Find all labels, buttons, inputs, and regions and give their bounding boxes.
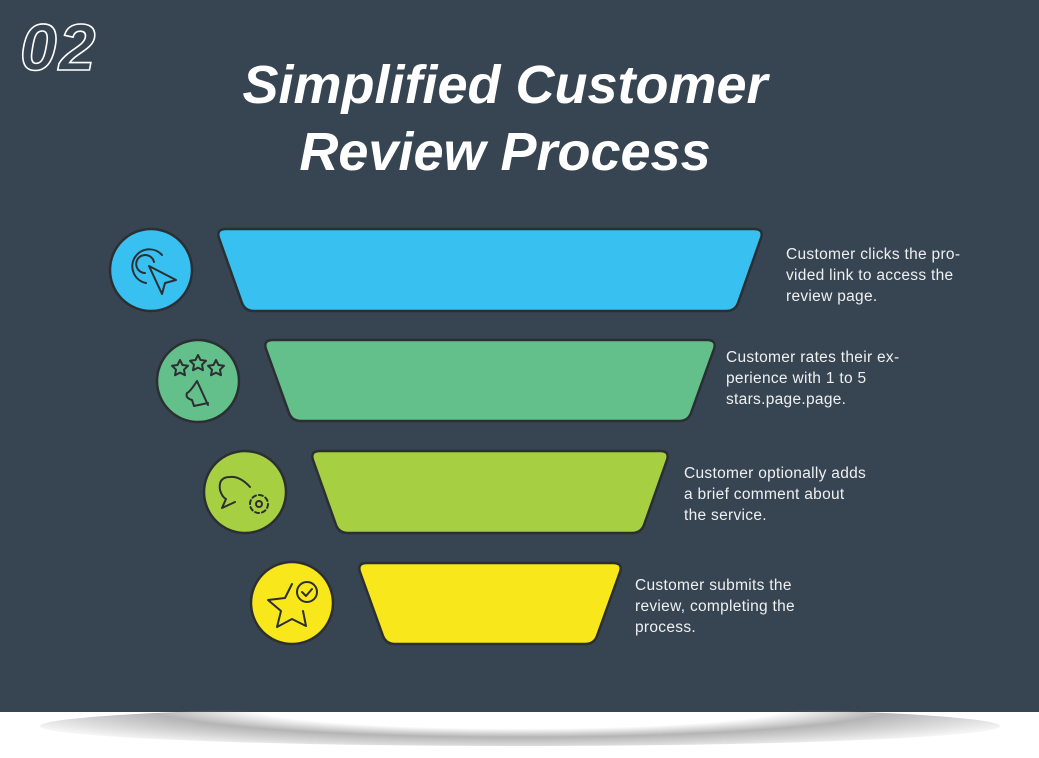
- panel-shadow: [40, 706, 1000, 746]
- cursor-click-icon: [131, 248, 177, 295]
- desc-line: Customer optionally adds: [684, 465, 867, 482]
- title-line-2: Review Process: [299, 122, 711, 182]
- desc-line: the service.: [684, 507, 767, 524]
- desc-line: review, completing the: [635, 598, 795, 615]
- desc-line: Customer submits the: [635, 577, 792, 594]
- desc-line: stars.page.page.: [726, 391, 847, 408]
- funnel-diagram: [108, 227, 763, 646]
- step-description-2: Customer rates their ex- perience with 1…: [726, 347, 899, 410]
- step-circle-4: [249, 560, 335, 646]
- funnel-band-2: [264, 338, 716, 423]
- desc-line: review page.: [786, 288, 878, 305]
- funnel-band-4: [358, 561, 622, 646]
- desc-line: Customer rates their ex-: [726, 349, 900, 366]
- step-description-1: Customer clicks the pro- vided link to a…: [786, 244, 960, 307]
- step-description-4: Customer submits the review, completing …: [635, 575, 795, 638]
- step-number: 02: [19, 10, 98, 84]
- desc-line: perience with 1 to 5: [726, 370, 867, 387]
- star-rating-icon: [171, 354, 225, 407]
- desc-line: a brief comment about: [684, 486, 845, 503]
- desc-line: vided link to access the: [786, 267, 954, 284]
- desc-line: Customer clicks the pro-: [786, 246, 961, 263]
- title-line-1: Simplified Customer: [242, 55, 768, 115]
- funnel-band-1: [217, 227, 763, 313]
- step-description-3: Customer optionally adds a brief comment…: [684, 463, 866, 526]
- page-title: Simplified Customer Review Process: [0, 52, 1010, 186]
- comment-gear-icon: [218, 475, 269, 514]
- step-circle-3: [202, 449, 288, 535]
- desc-line: process.: [635, 619, 696, 636]
- funnel-band-3: [311, 449, 669, 535]
- star-check-icon: [267, 581, 318, 628]
